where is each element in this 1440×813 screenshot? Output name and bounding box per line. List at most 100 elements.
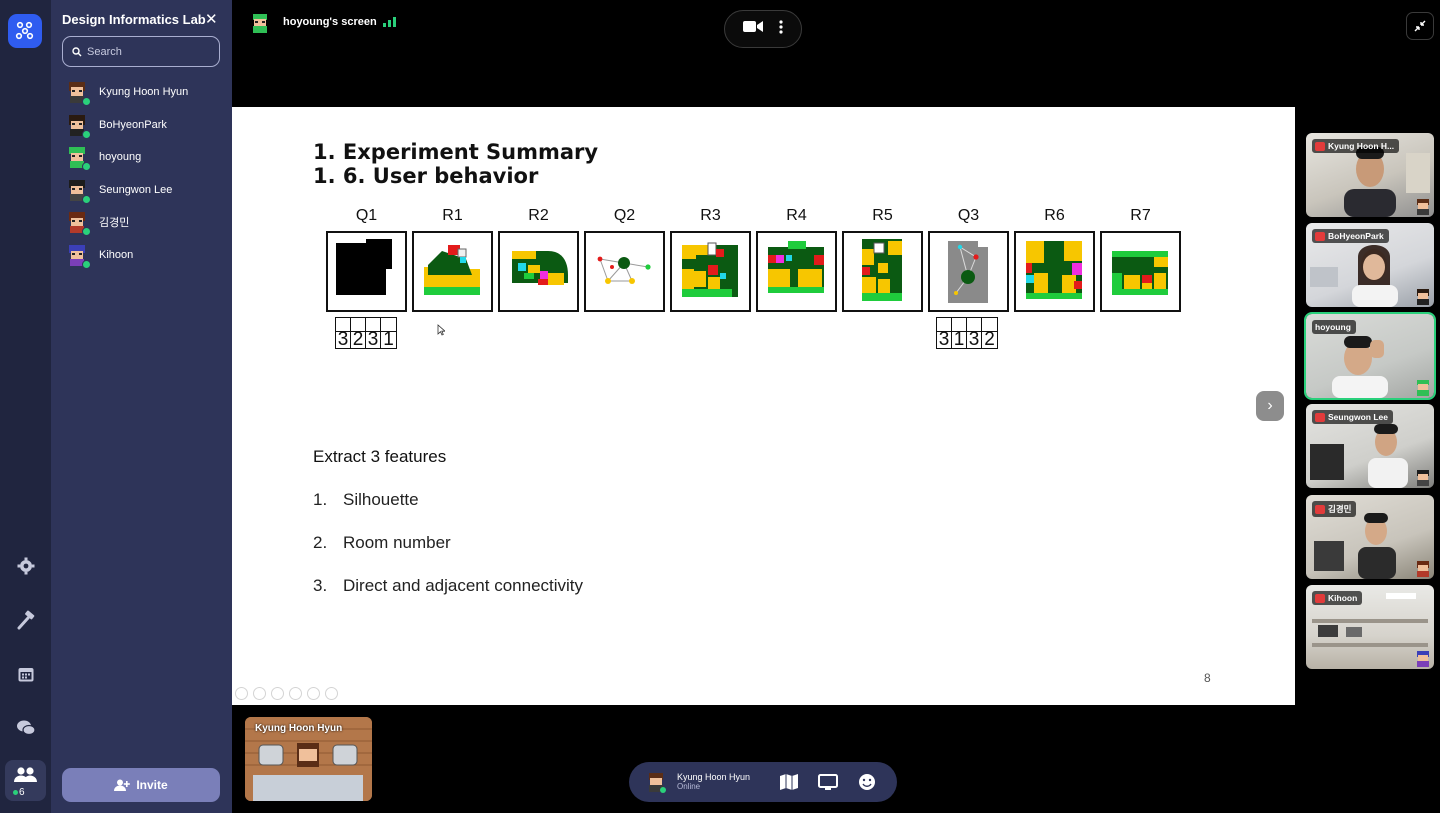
feature-item: 3.Direct and adjacent connectivity bbox=[313, 576, 584, 595]
participant-name: 김경민 bbox=[99, 217, 130, 230]
ranking-q3: 3 1 3 2 bbox=[936, 317, 998, 349]
feature-item: 1.Silhouette bbox=[313, 490, 419, 509]
participant-list: Kyung Hoon Hyun BoHyeonPark hoyoung bbox=[65, 76, 225, 271]
slide-toolbar bbox=[235, 687, 338, 700]
participant-item[interactable]: hoyoung bbox=[65, 141, 225, 174]
avatar bbox=[1414, 649, 1432, 667]
participant-item[interactable]: Seungwon Lee bbox=[65, 174, 225, 207]
map-icon[interactable] bbox=[774, 767, 804, 797]
video-tile-name: 김경민 bbox=[1312, 501, 1357, 517]
floor-plan-r1 bbox=[412, 231, 493, 312]
features-heading: Extract 3 features bbox=[313, 447, 447, 466]
floor-plan-q1 bbox=[326, 231, 407, 312]
online-dot bbox=[13, 790, 18, 795]
video-tile-name: Seungwon Lee bbox=[1312, 410, 1393, 424]
plan-label: R3 bbox=[700, 207, 721, 224]
feature-item: 2.Room number bbox=[313, 533, 451, 552]
floor-plan-r3 bbox=[670, 231, 751, 312]
video-tile[interactable]: 김경민 bbox=[1306, 495, 1434, 579]
floor-plan-r5 bbox=[842, 231, 923, 312]
video-tile-name: BoHyeonPark bbox=[1312, 229, 1389, 243]
floor-plan-q2 bbox=[584, 231, 665, 312]
plan-label: Q2 bbox=[613, 207, 636, 224]
bottom-dock: Kyung Hoon Hyun Online bbox=[629, 762, 897, 802]
presenter-avatar bbox=[249, 12, 271, 34]
plan-label: R5 bbox=[872, 207, 893, 224]
plan-label: Q3 bbox=[957, 207, 980, 224]
more-options-icon[interactable] bbox=[325, 687, 338, 700]
camera-icon[interactable] bbox=[743, 20, 763, 38]
rank-digit: 3 bbox=[366, 318, 381, 348]
mic-off-icon bbox=[1315, 412, 1325, 422]
mic-off-icon bbox=[1315, 593, 1325, 603]
avatar[interactable] bbox=[645, 771, 667, 793]
mouse-cursor-icon bbox=[437, 324, 445, 336]
floor-plan-q3 bbox=[928, 231, 1009, 312]
avatar bbox=[65, 178, 91, 204]
participant-item[interactable]: BoHyeonPark bbox=[65, 109, 225, 142]
minimap[interactable]: Kyung Hoon Hyun bbox=[245, 717, 372, 801]
search-icon bbox=[72, 46, 82, 56]
floor-plan-r6 bbox=[1014, 231, 1095, 312]
more-icon[interactable] bbox=[779, 19, 783, 39]
prev-slide-icon[interactable] bbox=[235, 687, 248, 700]
screen-share-icon[interactable] bbox=[813, 767, 843, 797]
ranking-q1: 3 2 3 1 bbox=[335, 317, 397, 349]
avatar bbox=[65, 210, 91, 237]
floor-plan-r4 bbox=[756, 231, 837, 312]
video-tile[interactable]: Kihoon bbox=[1306, 585, 1434, 669]
participant-name: Seungwon Lee bbox=[99, 183, 173, 196]
hammer-icon[interactable] bbox=[10, 604, 41, 635]
emoji-icon[interactable] bbox=[852, 767, 882, 797]
avatar bbox=[1414, 378, 1432, 396]
participants-sidebar: Design Informatics Lab ✕ Kyung Hoon Hyun… bbox=[51, 0, 232, 813]
rank-digit: 3 bbox=[336, 318, 351, 348]
rank-digit: 3 bbox=[967, 318, 982, 348]
search-input[interactable] bbox=[87, 45, 207, 58]
chat-icon[interactable] bbox=[10, 712, 41, 743]
chevron-right-icon[interactable]: › bbox=[1256, 391, 1284, 421]
avatar bbox=[1414, 197, 1432, 215]
rank-digit: 2 bbox=[351, 318, 366, 348]
search-box[interactable] bbox=[62, 36, 220, 67]
calendar-icon[interactable] bbox=[10, 658, 41, 689]
dock-user-name: Kyung Hoon Hyun bbox=[677, 772, 751, 782]
video-tile[interactable]: Kyung Hoon H... bbox=[1306, 133, 1434, 217]
participant-item[interactable]: 김경민 bbox=[65, 206, 225, 239]
plan-label: R2 bbox=[528, 207, 549, 224]
participant-name: Kihoon bbox=[99, 248, 134, 261]
gear-icon[interactable] bbox=[10, 550, 41, 581]
copy-icon[interactable] bbox=[289, 687, 302, 700]
video-tile-name: hoyoung bbox=[1312, 320, 1356, 334]
participant-item[interactable]: Kyung Hoon Hyun bbox=[65, 76, 225, 109]
invite-button[interactable]: Invite bbox=[62, 768, 220, 802]
gather-logo-icon[interactable] bbox=[8, 14, 42, 48]
plan-label: R7 bbox=[1130, 207, 1151, 224]
left-rail: 6 bbox=[0, 0, 51, 813]
collapse-icon[interactable] bbox=[1406, 12, 1434, 40]
slide-page-number: 8 bbox=[1204, 671, 1211, 685]
participant-item[interactable]: Kihoon bbox=[65, 239, 225, 272]
pen-icon[interactable] bbox=[271, 687, 284, 700]
plan-label: R6 bbox=[1044, 207, 1065, 224]
people-button[interactable]: 6 bbox=[5, 760, 46, 801]
avatar bbox=[65, 243, 91, 269]
plan-label: Q1 bbox=[355, 207, 378, 224]
video-tile[interactable]: BoHyeonPark bbox=[1306, 223, 1434, 307]
avatar bbox=[65, 80, 91, 107]
plan-label: R1 bbox=[442, 207, 463, 224]
dock-user[interactable]: Kyung Hoon Hyun Online bbox=[677, 772, 765, 792]
people-icon bbox=[14, 767, 37, 782]
close-icon[interactable]: ✕ bbox=[205, 11, 218, 28]
screen-share-owner: hoyoung's screen bbox=[283, 16, 377, 28]
floor-plan-r2 bbox=[498, 231, 579, 312]
shared-slide: 1. Experiment Summary 1. 6. User behavio… bbox=[232, 107, 1295, 705]
next-slide-icon[interactable] bbox=[253, 687, 266, 700]
slides-icon[interactable] bbox=[307, 687, 320, 700]
video-tile-name: Kyung Hoon H... bbox=[1312, 139, 1400, 153]
avatar bbox=[1414, 287, 1432, 305]
video-tile[interactable]: Seungwon Lee bbox=[1306, 404, 1434, 488]
video-tile[interactable]: hoyoung bbox=[1304, 312, 1436, 400]
participant-name: Kyung Hoon Hyun bbox=[99, 86, 189, 99]
